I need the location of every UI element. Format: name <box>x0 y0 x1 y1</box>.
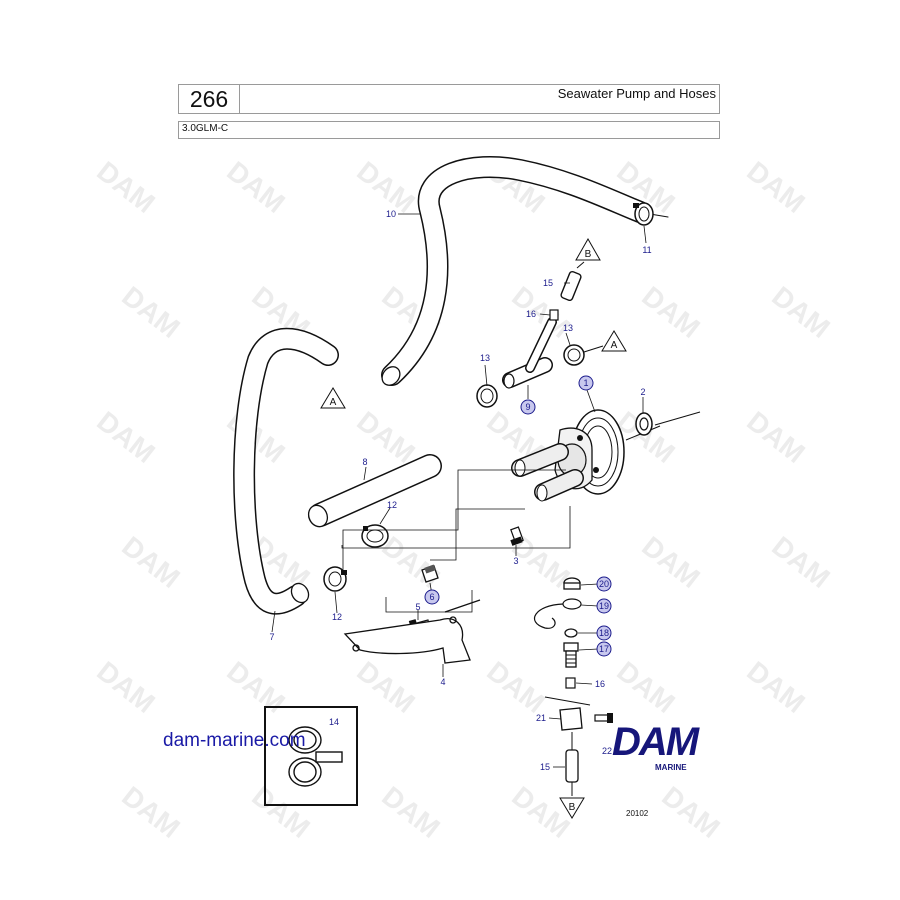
watermark: DAM <box>221 155 290 219</box>
callout-12-upper: 12 <box>387 500 397 510</box>
connector-16-lower <box>565 677 576 689</box>
hose-piece-15-upper <box>560 261 585 302</box>
watermark: DAM <box>91 405 160 469</box>
svg-text:B: B <box>569 802 576 813</box>
bolt-3 <box>510 526 524 546</box>
model-label: 3.0GLM-C <box>182 123 229 134</box>
cap-20 <box>563 577 581 590</box>
callout-12-lower: 12 <box>332 612 342 622</box>
hose-clamp-11 <box>633 202 654 226</box>
watermark: DAM <box>766 530 835 594</box>
website-link[interactable]: dam-marine.com <box>163 730 306 751</box>
callout-15-upper: 15 <box>543 278 553 288</box>
inset-frame <box>264 706 358 806</box>
y-fitting-9 <box>502 317 557 389</box>
callout-3: 3 <box>513 556 518 566</box>
callout-17: 17 <box>599 644 609 654</box>
watermark: DAM <box>741 655 810 719</box>
bolt-22 <box>594 713 613 723</box>
callout-2: 2 <box>640 387 645 397</box>
watermark: DAM <box>636 530 705 594</box>
model-bar: 3.0GLM-C <box>178 121 720 139</box>
svg-text:A: A <box>330 397 337 408</box>
page-title: Seawater Pump and Hoses <box>557 86 716 101</box>
connector-16-upper <box>549 309 559 321</box>
hose-clamp-12-lower <box>323 566 347 592</box>
callout-18: 18 <box>599 628 609 638</box>
callout-6: 6 <box>429 592 434 602</box>
nipple-17 <box>563 642 579 668</box>
seawater-pump-1 <box>511 409 701 502</box>
callout-16-lower: 16 <box>595 679 605 689</box>
callout-9: 9 <box>525 402 530 412</box>
watermark: DAM <box>656 780 725 844</box>
watermark: DAM <box>636 280 705 344</box>
callout-5: 5 <box>415 602 420 612</box>
callout-10: 10 <box>386 209 396 219</box>
hose-clamp-12-upper <box>361 524 389 548</box>
watermark: DAM <box>766 280 835 344</box>
callout-20: 20 <box>599 579 609 589</box>
watermark: DAM <box>481 655 550 719</box>
hose-7 <box>233 327 339 615</box>
leader-lines <box>271 213 647 768</box>
callout-15-lower: 15 <box>540 762 550 772</box>
hose-piece-15-lower <box>565 732 579 796</box>
watermark: DAM <box>116 280 185 344</box>
inset-clamp-14 <box>288 726 343 787</box>
diagram-reference: 20102 <box>626 809 649 818</box>
callout-19: 19 <box>599 601 609 611</box>
fitting-6 <box>421 564 439 583</box>
callout-7: 7 <box>269 632 274 642</box>
header-bar: 266 Seawater Pump and Hoses <box>178 84 720 114</box>
bracket-21 <box>544 696 591 731</box>
svg-text:A: A <box>611 340 618 351</box>
hose-clamp-13-left <box>476 384 498 408</box>
hose-10 <box>381 156 669 386</box>
watermark: DAM <box>611 655 680 719</box>
watermark: DAM <box>376 780 445 844</box>
connector-a-right: A <box>601 330 627 352</box>
watermark: DAM <box>506 780 575 844</box>
watermark: DAM <box>91 155 160 219</box>
connector-b-top: B <box>575 237 601 261</box>
callout-1: 1 <box>583 378 588 388</box>
callout-16-upper: 16 <box>526 309 536 319</box>
callout-labels: 1 2 3 4 5 6 7 8 9 10 11 12 12 13 13 14 1… <box>269 209 651 772</box>
seal-ring-2 <box>635 412 653 436</box>
callout-8: 8 <box>362 457 367 467</box>
watermark: DAM <box>741 405 810 469</box>
hose-8 <box>307 454 442 528</box>
watermark: DAM <box>351 655 420 719</box>
callout-21: 21 <box>536 713 546 723</box>
callout-22: 22 <box>602 746 612 756</box>
callout-11: 11 <box>642 245 651 255</box>
watermark: DAM <box>116 780 185 844</box>
svg-text:B: B <box>585 249 592 260</box>
bracket-4 <box>343 599 481 664</box>
connector-a-left: A <box>320 387 346 409</box>
callout-13-right: 13 <box>563 323 573 333</box>
brand-logo: DAM <box>612 720 699 764</box>
watermark: DAM <box>741 155 810 219</box>
page-number: 266 <box>179 85 240 113</box>
lanyard-19 <box>533 598 582 629</box>
connector-b-bottom: B <box>559 797 585 819</box>
callout-4: 4 <box>440 677 445 687</box>
callout-highlights <box>424 375 612 657</box>
brand-subtitle: MARINE <box>655 763 687 772</box>
callout-13-left: 13 <box>480 353 490 363</box>
watermark: DAM <box>116 530 185 594</box>
hose-clamp-13-right <box>563 344 604 366</box>
watermark: DAM <box>91 655 160 719</box>
callout-14: 14 <box>329 717 339 727</box>
washer-18 <box>564 628 578 638</box>
